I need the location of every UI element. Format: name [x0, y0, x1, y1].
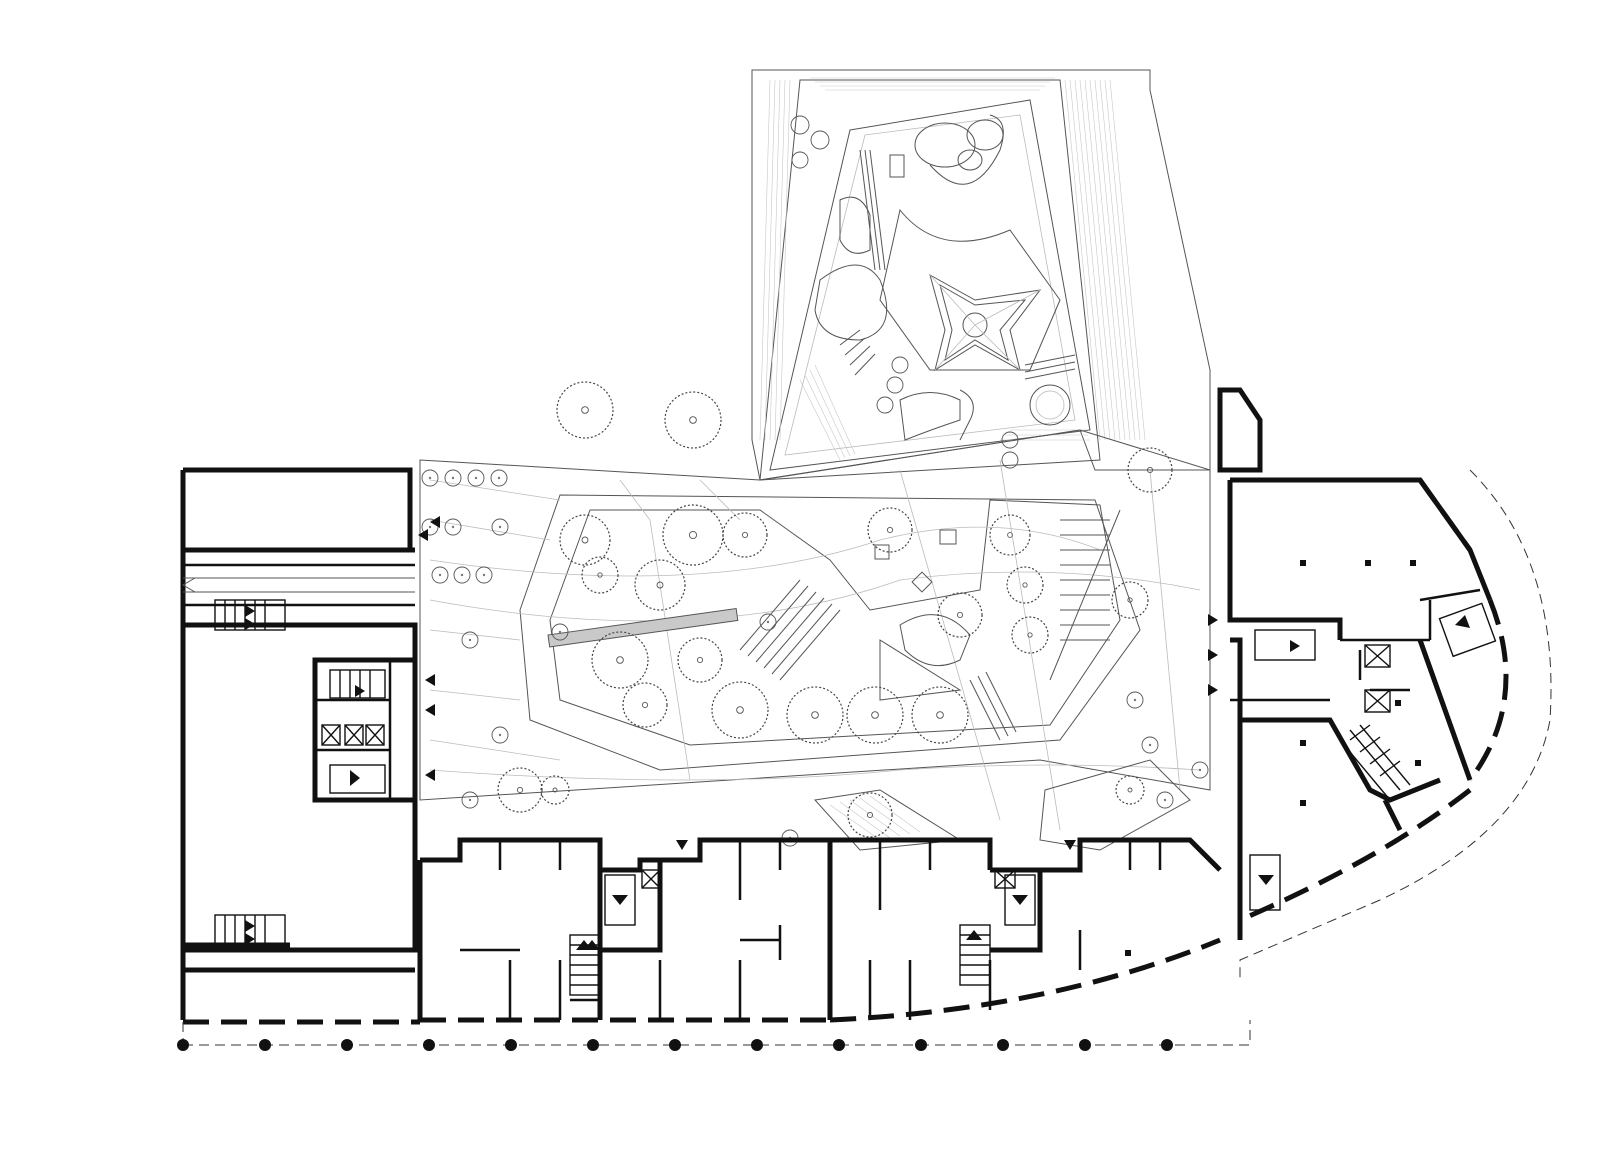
- tree-icon: [1141, 736, 1159, 754]
- stair-icon: [1249, 854, 1281, 911]
- elevator-icon: [321, 724, 385, 746]
- tree-icon: [540, 775, 570, 805]
- tree-icon: [467, 469, 485, 487]
- stair-icon: [604, 874, 636, 926]
- column-icon: [505, 1039, 517, 1051]
- building-left: [180, 467, 420, 1025]
- tree-icon: [1111, 581, 1149, 619]
- tree-icon: [790, 115, 1019, 469]
- tree-icon: [475, 566, 493, 584]
- column-icon: [751, 1039, 763, 1051]
- entrance-arrow-icon: [1208, 684, 1218, 696]
- stair-icon: [1004, 874, 1036, 926]
- stair-icon: [329, 764, 386, 794]
- colonnade: [177, 1020, 1251, 1051]
- stair-icon: [569, 934, 601, 996]
- entrance-arrow-icon: [676, 840, 688, 850]
- entrance-arrow-icon: [430, 516, 440, 528]
- tree-icon: [444, 469, 462, 487]
- tree-icon: [491, 726, 509, 744]
- stair-icon: [1438, 602, 1497, 658]
- tree-icon: [722, 512, 768, 558]
- tree-icon: [847, 792, 893, 838]
- tree-icon: [677, 637, 723, 683]
- column-icon: [669, 1039, 681, 1051]
- tree-icon: [551, 623, 569, 641]
- tree-icon: [453, 566, 471, 584]
- tree-icon: [662, 504, 724, 566]
- building-bottom: [417, 837, 1222, 1023]
- column-icon: [833, 1039, 845, 1051]
- courtyard: [419, 429, 1211, 851]
- building-right: [1217, 387, 1552, 980]
- column-icon: [997, 1039, 1009, 1051]
- column-icon: [915, 1039, 927, 1051]
- entrance-arrow-icon: [425, 769, 435, 781]
- column-icon: [341, 1039, 353, 1051]
- tree-icon: [421, 518, 439, 536]
- tree-icon: [759, 613, 777, 631]
- entrance-arrow-icon: [425, 674, 435, 686]
- entrance-arrow-icon: [418, 529, 428, 541]
- tree-icon: [911, 686, 969, 744]
- playground-plot: [751, 69, 1211, 481]
- pergola-bench: [547, 607, 739, 648]
- column-icon: [177, 1039, 189, 1051]
- tree-icon: [444, 518, 462, 536]
- tree-icon: [1006, 566, 1044, 604]
- stair-icon: [1254, 629, 1316, 661]
- stair-icon: [214, 914, 286, 946]
- tree-icon: [1115, 775, 1145, 805]
- tree-icon: [622, 682, 668, 728]
- tree-icon: [634, 559, 686, 611]
- entrance-arrow-icon: [1208, 649, 1218, 661]
- tree-icon: [559, 514, 611, 566]
- tree-icon: [461, 791, 479, 809]
- column-icon: [1300, 560, 1421, 806]
- tree-icon: [490, 469, 508, 487]
- elevator-icon: [641, 869, 661, 889]
- stair-icon: [959, 924, 991, 986]
- column-icon: [587, 1039, 599, 1051]
- slope-hatching: [759, 77, 1146, 461]
- trees-group: [421, 381, 1209, 847]
- stair-icon: [329, 669, 386, 699]
- tree-icon: [937, 592, 983, 638]
- tree-icon: [421, 469, 439, 487]
- tree-icon: [1127, 447, 1173, 493]
- tree-icon: [711, 681, 769, 739]
- entrance-arrow-icon: [1208, 614, 1218, 626]
- tree-icon: [461, 631, 479, 649]
- tree-icon: [867, 507, 913, 553]
- entrance-arrows: [418, 516, 1218, 850]
- tree-icon: [1126, 691, 1144, 709]
- tree-icon: [491, 518, 509, 536]
- tree-icon: [989, 514, 1031, 556]
- tree-icon: [664, 391, 722, 449]
- tree-icon: [846, 686, 904, 744]
- column-icon: [259, 1039, 271, 1051]
- climbing-net-icon: [929, 273, 1042, 372]
- tree-icon: [431, 566, 449, 584]
- tree-icon: [497, 767, 543, 813]
- elevator-icon: [1364, 644, 1391, 713]
- tree-icon: [1011, 616, 1049, 654]
- tree-icon: [1156, 791, 1174, 809]
- column-icon: [423, 1039, 435, 1051]
- entrance-arrow-icon: [425, 704, 435, 716]
- column-icon: [1161, 1039, 1173, 1051]
- tree-icon: [556, 381, 614, 439]
- column-icon: [1079, 1039, 1091, 1051]
- tree-icon: [591, 631, 649, 689]
- stair-icon: [214, 599, 286, 631]
- elevator-icon: [994, 869, 1016, 889]
- stair-icon: [1339, 724, 1411, 801]
- tree-icon: [581, 556, 619, 594]
- tree-icon: [786, 686, 844, 744]
- entrance-arrow-icon: [1064, 840, 1076, 850]
- tree-icon: [1191, 761, 1209, 779]
